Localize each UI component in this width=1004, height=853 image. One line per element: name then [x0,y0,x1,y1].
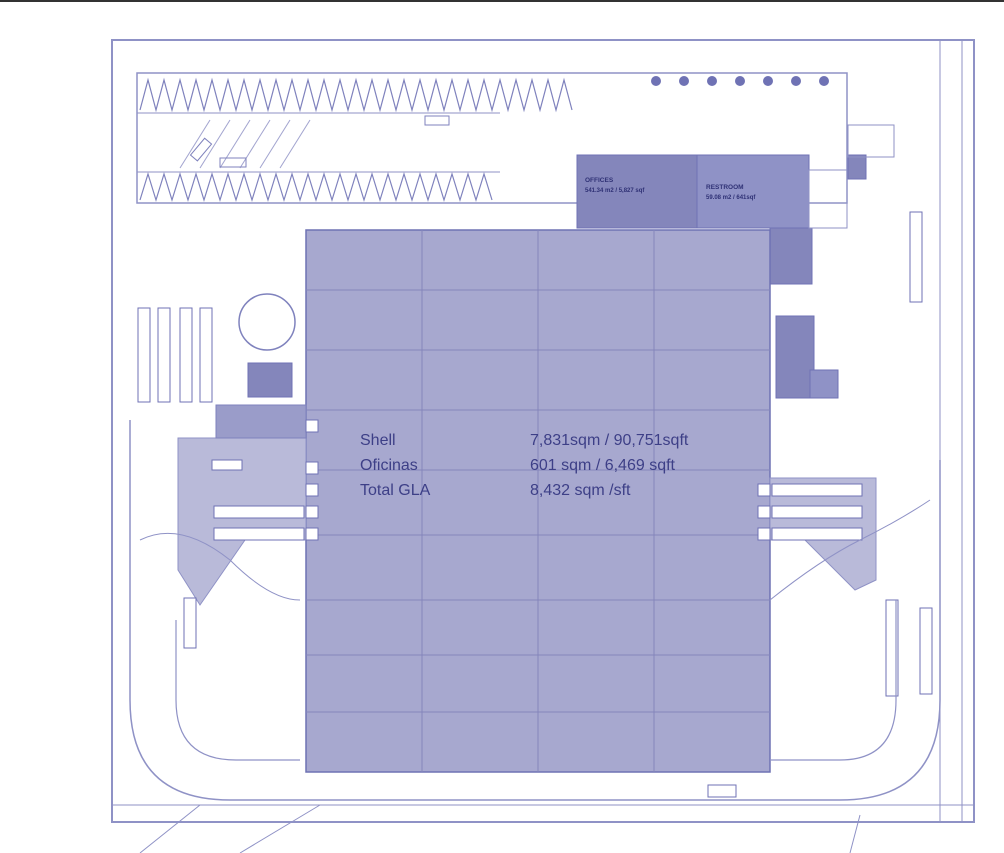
street-corner [139,804,861,853]
turning-curve-right [769,499,931,601]
turning-curve-left [139,532,301,601]
guard-house [847,154,867,180]
pump-house [247,362,293,398]
parking-diagonal-lines [179,119,311,169]
warehouse-shell [305,229,771,773]
service-annex-2 [808,169,848,229]
water-tank [238,293,296,351]
parking-stalls-top [139,77,573,113]
service-annex [769,227,813,285]
restroom-title: RESTROOM [706,184,744,191]
left-canopy [215,404,307,439]
parking-area [136,72,848,204]
left-dock-doors [305,419,319,541]
site-boundary [111,39,975,823]
left-truck-bays [137,307,305,649]
stat-oficinas-value: 601 sqm / 6,469 sqft [530,457,676,474]
parked-car [424,115,450,126]
right-annex-2 [809,369,839,399]
right-truck-bays [771,211,933,697]
stat-shell-value: 7,831sqm / 90,751sqft [530,432,689,449]
perimeter-road [129,420,941,801]
tree-row [651,76,829,86]
stat-total-label: Total GLA [360,482,431,499]
stat-oficinas-label: Oficinas [360,457,418,474]
offices-title: OFFICES [585,177,614,184]
right-annex [775,315,815,399]
right-dock-doors [757,483,771,541]
entrance-block [847,124,895,158]
perimeter-road-inner [175,620,300,761]
south-gate [707,784,737,798]
restroom-area: 59.08 m2 / 641sqf [706,195,756,201]
stat-total-value: 8,432 sqm /sft [530,482,631,499]
parking-stalls-bottom [139,171,493,203]
perimeter-road-inner-right [770,600,897,761]
restroom-block [696,154,810,229]
parked-car-2 [219,157,247,168]
stat-shell-label: Shell [360,432,396,449]
offices-area: 541.34 m2 / 5,827 sqf [585,188,645,194]
offices-block [576,154,698,229]
parked-car-3 [189,137,213,162]
